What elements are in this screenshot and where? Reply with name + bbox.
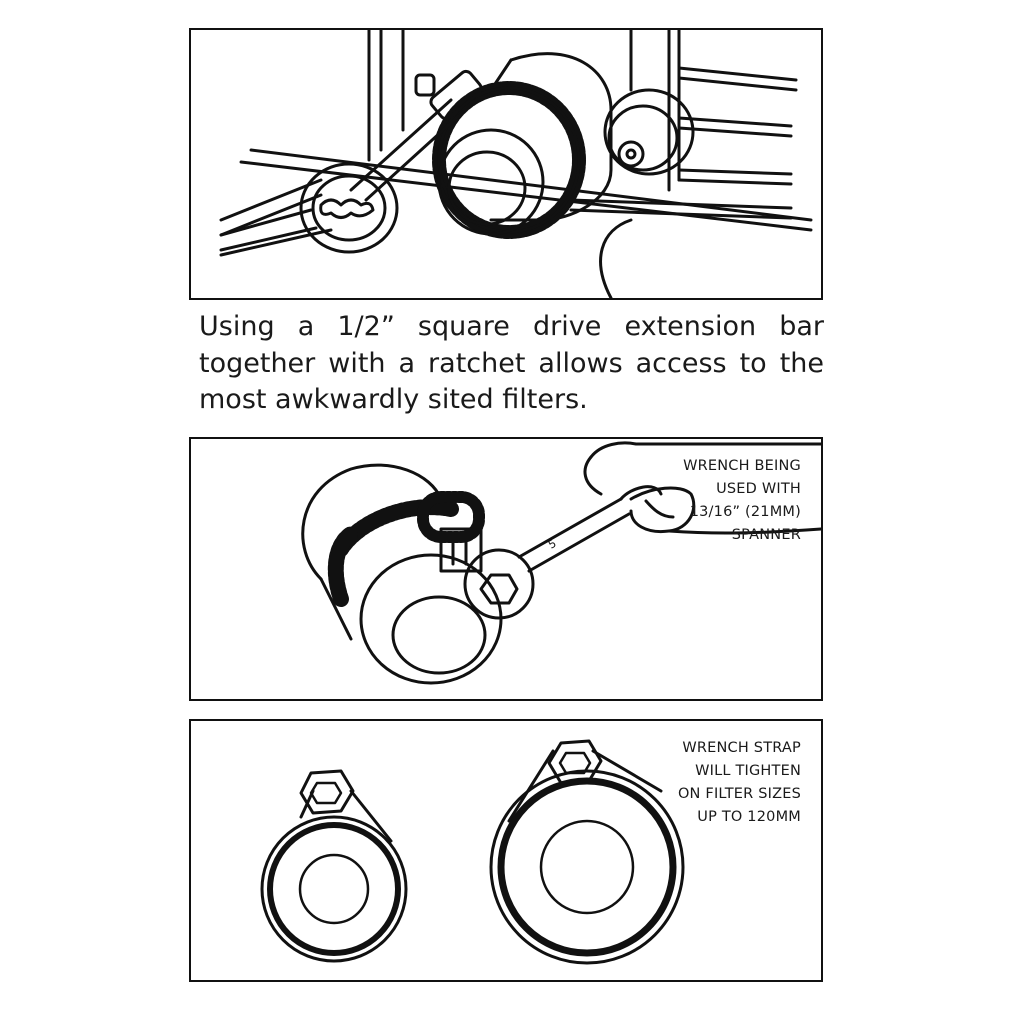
spanner-illustration: 5 — [301, 441, 821, 685]
illustration-panel-strap-sizes: WRENCH STRAP WILL TIGHTEN ON FILTER SIZE… — [189, 719, 823, 982]
strap-note-line: ON FILTER SIZES — [677, 786, 801, 802]
strap-note-line: WILL TIGHTEN — [695, 763, 801, 779]
spanner-note-line: SPANNER — [731, 527, 801, 543]
spanner-note-line: WRENCH BEING — [683, 458, 801, 474]
strap-note-line: UP TO 120MM — [697, 809, 801, 825]
strap-note-line: WRENCH STRAP — [682, 740, 801, 756]
caption-text: Using a 1/2” square drive extension bar … — [199, 309, 824, 419]
caption-line-2: together with a ratchet allows access to… — [199, 347, 824, 379]
caption-line-3: most awkwardly sited filters. — [199, 384, 588, 415]
illustration-panel-extension-bar — [189, 28, 823, 300]
spanner-note: WRENCH BEING USED WITH 13/16” (21MM) SPA… — [683, 455, 801, 547]
svg-text:5: 5 — [546, 537, 559, 552]
caption-line-1: Using a 1/2” square drive extension bar — [199, 311, 824, 342]
extension-bar-illustration — [219, 30, 813, 298]
illustration-panel-spanner: 5 WRENCH BEING USED WITH 13/16” (21MM) S… — [189, 437, 823, 701]
spanner-note-line: USED WITH — [716, 481, 801, 497]
spanner-note-line: 13/16” (21MM) — [689, 504, 801, 520]
strap-size-illustration — [260, 739, 685, 965]
strap-note: WRENCH STRAP WILL TIGHTEN ON FILTER SIZE… — [678, 737, 801, 829]
